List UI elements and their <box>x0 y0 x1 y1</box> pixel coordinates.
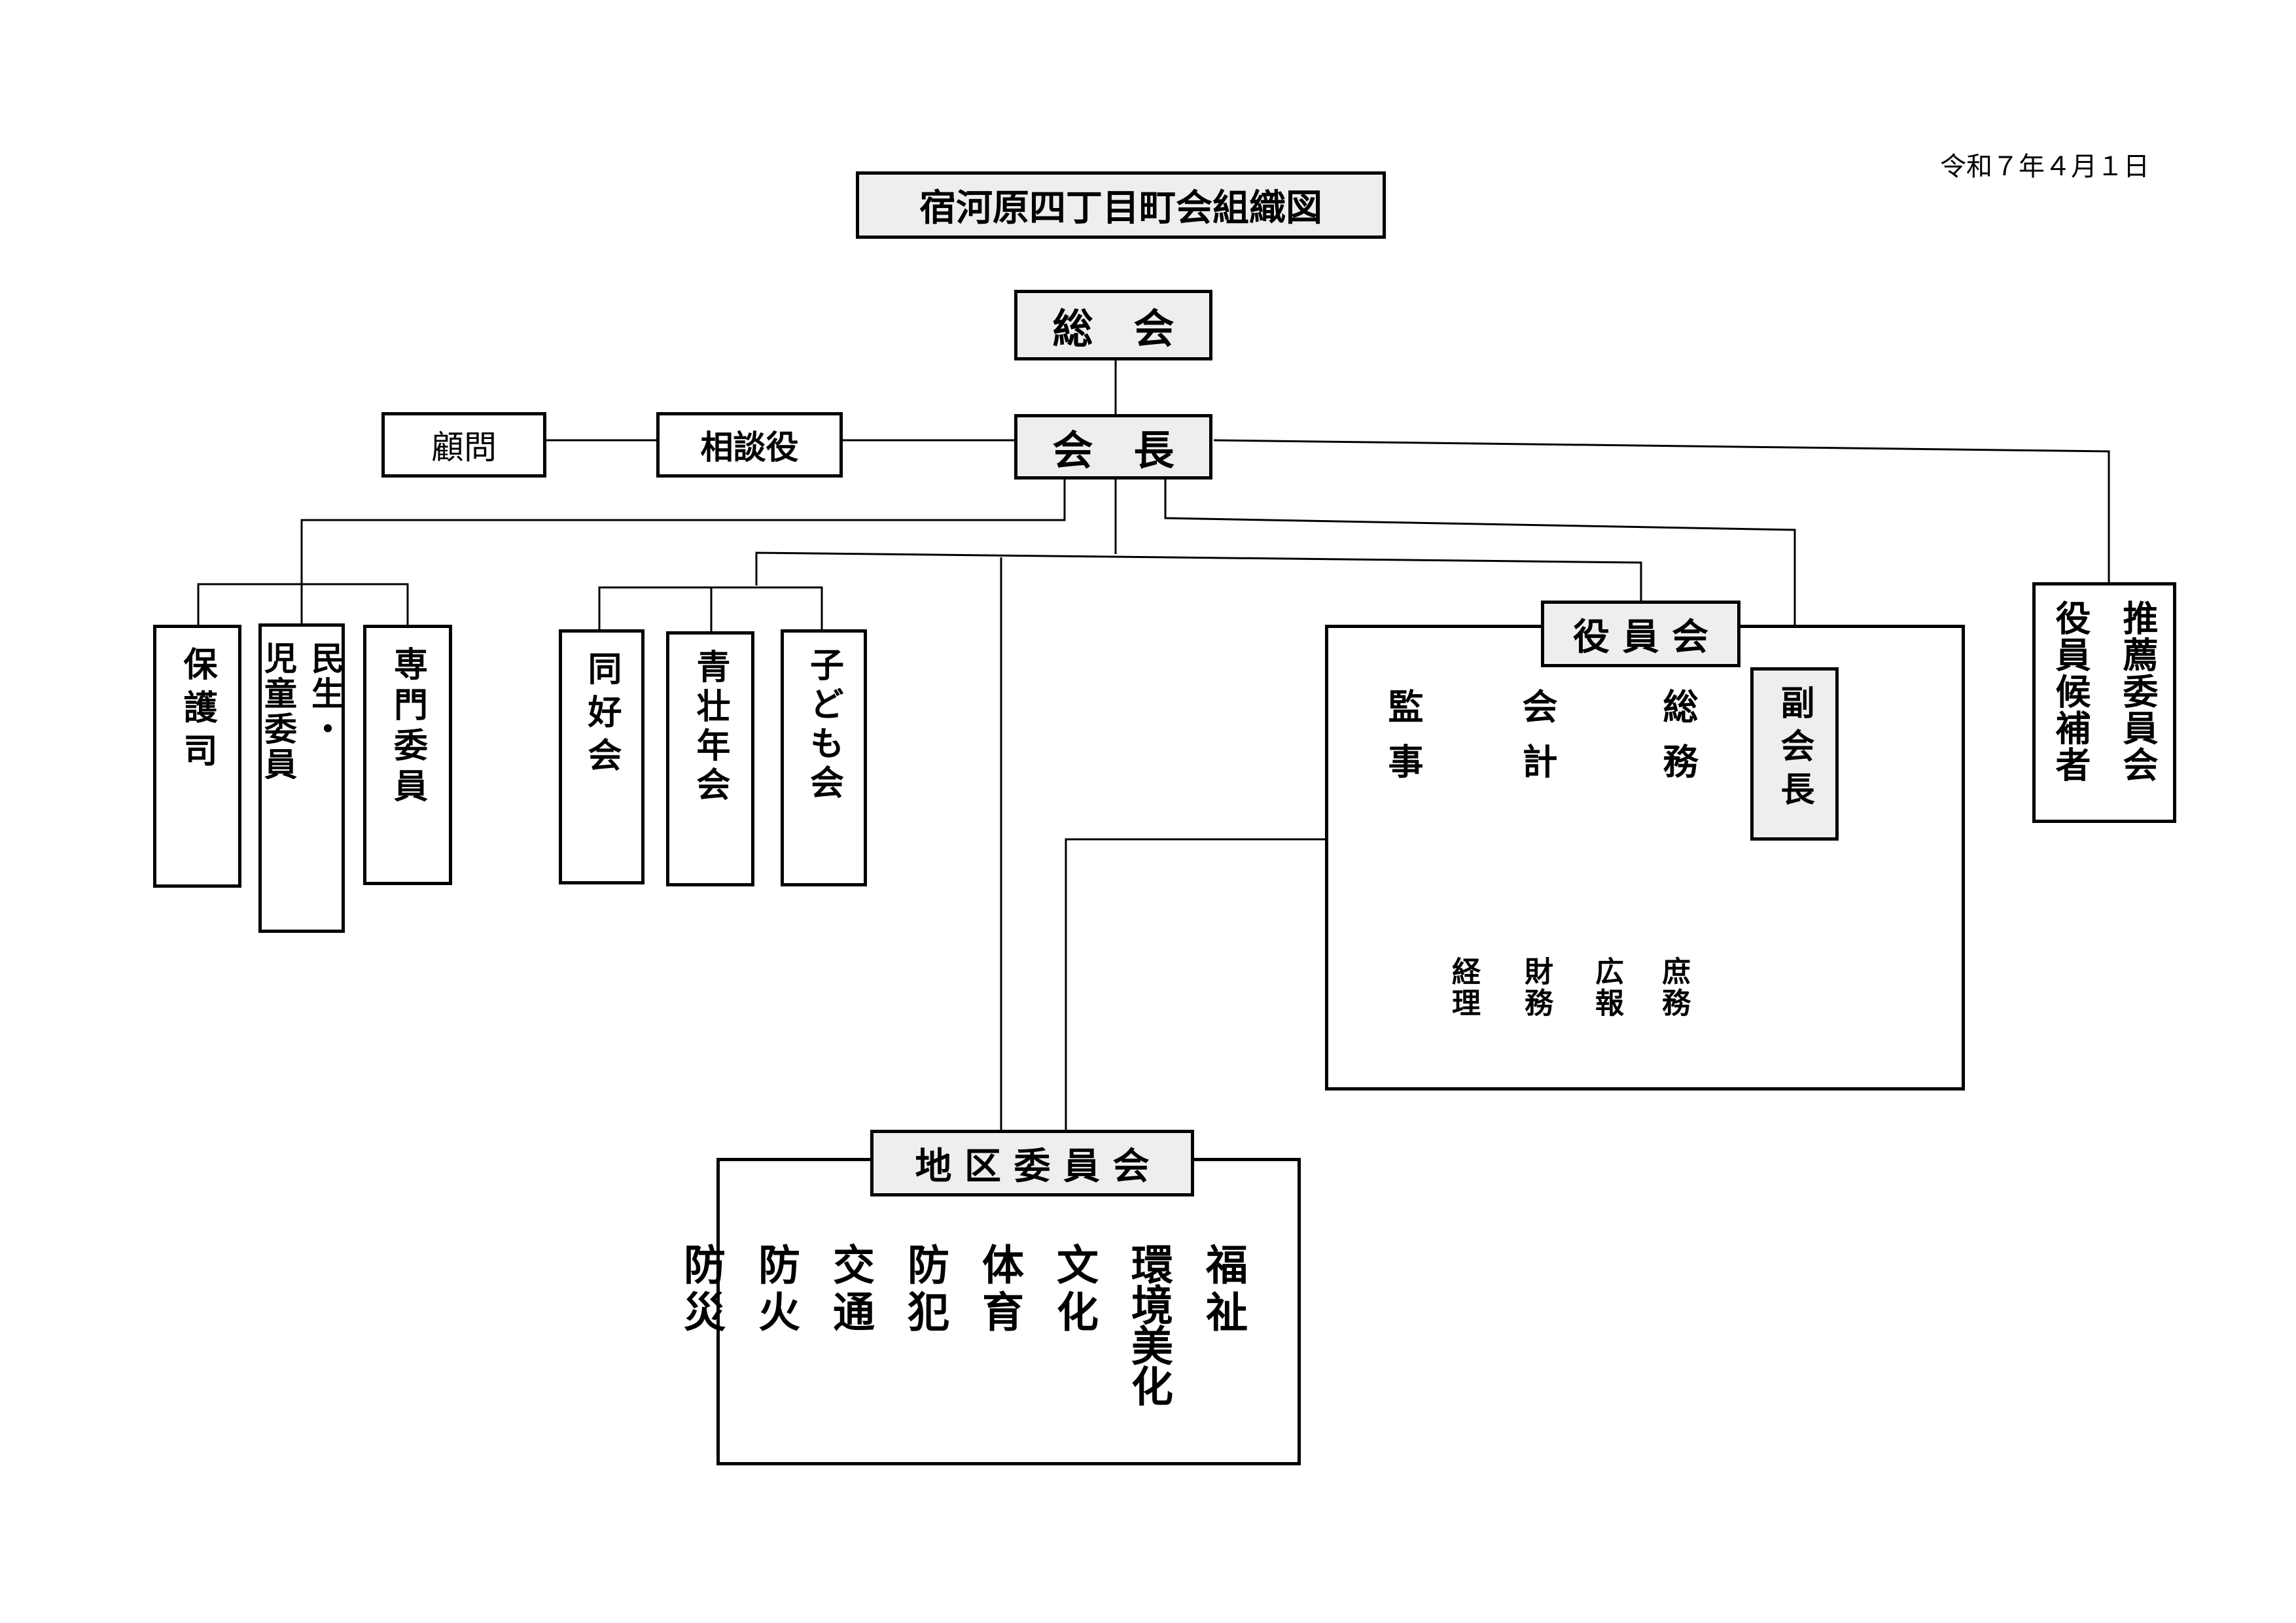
committee-environment: 環境美化 <box>1124 1243 1173 1405</box>
vice-president-label: 副会長 <box>1775 685 1814 814</box>
committee-disaster-prevention: 防災 <box>677 1243 726 1337</box>
nomination-committee-label-1: 推薦委員会 <box>2117 600 2159 783</box>
chart-title: 宿河原四丁目町会組織図 <box>856 171 1386 239</box>
general-assembly-box: 総 会 <box>1014 290 1212 360</box>
clerical-label: 庶務 <box>1657 956 1690 1019</box>
probation-officer-label: 保護司 <box>177 646 217 776</box>
children-association-label: 子ども会 <box>804 647 844 804</box>
public-relations-label: 広報 <box>1590 956 1623 1019</box>
counselor-box: 相談役 <box>656 412 843 478</box>
committee-traffic: 交通 <box>826 1243 875 1337</box>
welfare-commissioner-label-1: 民生・ <box>306 641 345 747</box>
committee-culture: 文化 <box>1050 1243 1099 1337</box>
accounting-label: 会計 <box>1516 688 1558 798</box>
district-committee-title: 地 区 委 員 会 <box>870 1130 1194 1196</box>
committee-sports: 体育 <box>975 1243 1024 1337</box>
auditor-label: 監事 <box>1382 688 1424 798</box>
children-association-box: 子ども会 <box>781 629 867 886</box>
general-affairs-label: 総務 <box>1657 688 1699 798</box>
committee-fire-prevention: 防火 <box>751 1243 800 1337</box>
bookkeeping-label: 経理 <box>1447 956 1480 1019</box>
district-committee-list: 福祉 環境美化 文化 体育 防犯 交通 防火 防災 <box>677 1243 1253 1439</box>
advisor-box: 顧問 <box>381 412 546 478</box>
committee-crime-prevention: 防犯 <box>900 1243 949 1337</box>
welfare-commissioner-box: 民生・ 児童委員 <box>258 623 345 933</box>
probation-officer-box: 保護司 <box>153 625 241 888</box>
specialist-committee-label: 専門委員 <box>387 646 428 809</box>
finance-label: 財務 <box>1519 956 1553 1019</box>
committee-welfare: 福祉 <box>1199 1243 1248 1337</box>
vice-president-box: 副会長 <box>1750 667 1839 841</box>
hobby-club-box: 同好会 <box>559 629 645 884</box>
hobby-club-label: 同好会 <box>582 651 622 780</box>
president-box: 会 長 <box>1014 414 1212 480</box>
welfare-commissioner-label-2: 児童委員 <box>259 641 298 782</box>
nomination-committee-box: 推薦委員会 役員候補者 <box>2032 582 2176 823</box>
youth-adult-association-box: 青壮年会 <box>666 631 754 886</box>
date-label: 令和７年４月１日 <box>1940 152 2149 182</box>
specialist-committee-box: 専門委員 <box>363 625 452 885</box>
executive-board-title: 役 員 会 <box>1541 601 1740 667</box>
youth-adult-association-label: 青壮年会 <box>690 649 730 806</box>
nomination-committee-label-2: 役員候補者 <box>2049 600 2091 783</box>
